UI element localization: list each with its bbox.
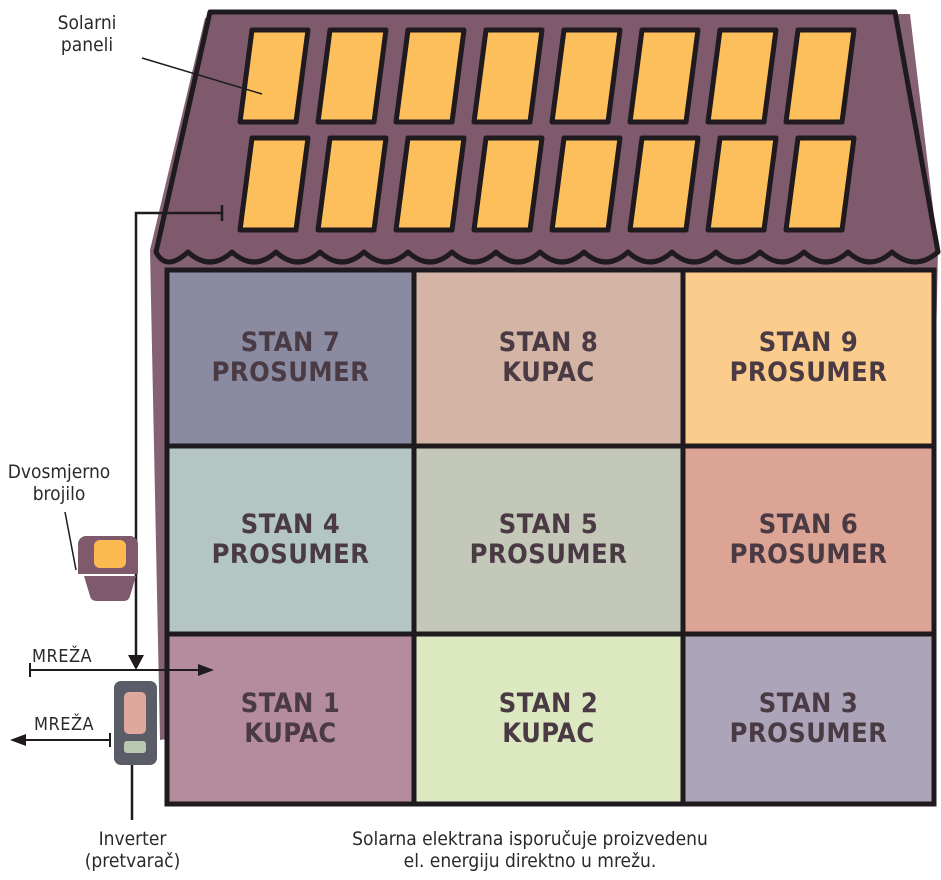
solar-panel [471, 27, 545, 125]
apartment-name: STAN 2 [498, 688, 599, 719]
apartment-name: STAN 6 [758, 509, 859, 540]
solar-panel [315, 27, 389, 125]
solar-panel [705, 135, 779, 233]
apartment-role: PROSUMER [211, 539, 370, 570]
solar-panel [783, 27, 857, 125]
solar-panels-label-line2: paneli [60, 34, 114, 56]
apartment-name: STAN 7 [240, 327, 341, 358]
inverter-label-line2: (pretvarač) [84, 850, 181, 872]
panel-leader [141, 57, 263, 95]
meter-label-line1: Dvosmjerno [7, 461, 111, 483]
apartment-name: STAN 3 [758, 688, 859, 719]
meter-leader [64, 511, 77, 571]
apartment-role: PROSUMER [211, 357, 370, 388]
apartment-role: PROSUMER [729, 718, 888, 749]
apartment-name: STAN 1 [240, 688, 341, 719]
wire-arrowhead [128, 655, 144, 670]
apartment-name: STAN 8 [498, 327, 599, 358]
solar-panel [393, 135, 467, 233]
inverter-icon [114, 681, 157, 765]
apartment-cell [411, 443, 686, 637]
solar-panel [237, 27, 311, 125]
solar-panel [393, 27, 467, 125]
inverter-label-line1: Inverter [98, 828, 167, 850]
apartment-name: STAN 9 [758, 327, 859, 358]
solar-panel [627, 135, 701, 233]
solar-panels-label-line1: Solarni [57, 12, 117, 34]
apartment-role: KUPAC [502, 357, 595, 388]
caption: Solarna elektrana isporučuje proizvedenu… [300, 828, 760, 872]
bidirectional-meter-icon [78, 536, 138, 602]
solar-panel [627, 27, 701, 125]
solar-panel [549, 135, 623, 233]
apartment-cell [680, 443, 937, 637]
grid-out-label: MREŽA [34, 714, 95, 735]
apartment-name: STAN 4 [240, 509, 341, 540]
solar-panels-label: Solarni paneli [32, 12, 142, 56]
apartment-grid [164, 267, 937, 807]
apartment-role: PROSUMER [729, 539, 888, 570]
apartment-role: KUPAC [502, 718, 595, 749]
solar-panels [237, 27, 857, 233]
caption-line2: el. energiju direktno u mrežu. [403, 850, 657, 872]
panel-wire [134, 211, 222, 662]
apartment-role: PROSUMER [729, 357, 888, 388]
caption-line1: Solarna elektrana isporučuje proizvedenu [352, 828, 708, 850]
solar-panel [549, 27, 623, 125]
apartment-cell [411, 631, 686, 807]
solar-panel [315, 135, 389, 233]
solar-panel [783, 135, 857, 233]
apartment-role: KUPAC [244, 718, 337, 749]
grid-in-label: MREŽA [32, 646, 93, 667]
apartment-cell [680, 267, 937, 449]
solar-panel [705, 27, 779, 125]
apartment-cell [680, 631, 937, 807]
inverter-label: Inverter (pretvarač) [60, 828, 205, 872]
apartment-role: PROSUMER [469, 539, 628, 570]
apartment-cell [164, 631, 417, 807]
meter-label-line2: brojilo [32, 483, 86, 505]
solar-panel [237, 135, 311, 233]
apartment-name: STAN 5 [498, 509, 599, 540]
solar-panel [471, 135, 545, 233]
meter-label: Dvosmjerno brojilo [0, 461, 118, 505]
